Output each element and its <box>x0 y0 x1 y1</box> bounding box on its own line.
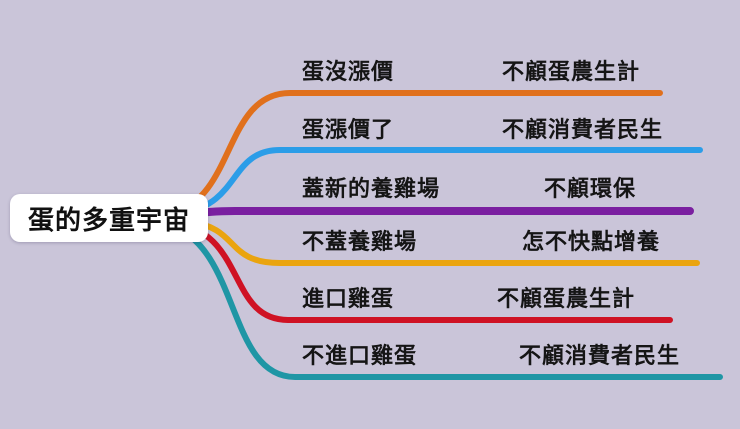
branch-4-label: 不蓋養雞場 <box>302 230 418 255</box>
branch-line-3 <box>191 207 694 217</box>
branch-6-result: 不顧消費者民生 <box>519 344 681 369</box>
branch-5-result: 不顧蛋農生計 <box>497 287 636 312</box>
branch-4-result: 怎不快點增養 <box>522 230 661 255</box>
branch-1-label: 蛋沒漲價 <box>302 60 395 85</box>
branch-6-label: 不進口雞蛋 <box>302 344 418 369</box>
branch-2-result: 不顧消費者民生 <box>502 118 664 143</box>
branch-3-result: 不顧環保 <box>544 177 637 202</box>
branch-1-result: 不顧蛋農生計 <box>502 60 641 85</box>
center-node-label: 蛋的多重宇宙 <box>27 205 190 236</box>
branch-2-label: 蛋漲價了 <box>302 118 395 143</box>
center-node: 蛋的多重宇宙 <box>10 194 208 242</box>
branch-3-label: 蓋新的養雞場 <box>302 177 441 202</box>
branch-5-label: 進口雞蛋 <box>302 287 395 312</box>
